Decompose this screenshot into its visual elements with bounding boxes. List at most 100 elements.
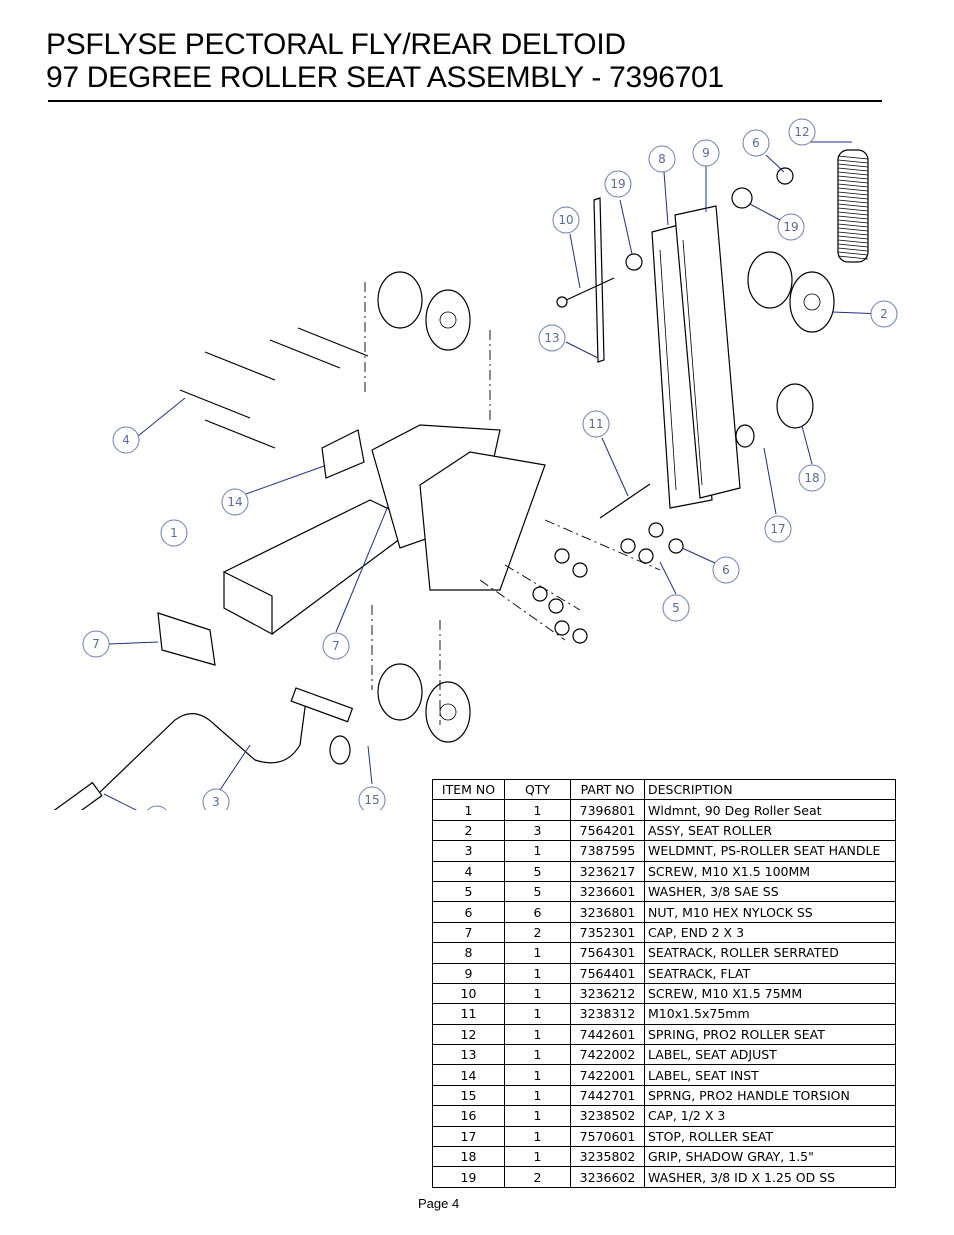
part-no-cell: 7352301 [570, 921, 645, 944]
svg-text:2: 2 [880, 307, 888, 321]
balloon-15: 15 [358, 786, 386, 810]
qty-cell: 1 [504, 1044, 571, 1066]
svg-text:19: 19 [610, 177, 625, 191]
balloon-4: 4 [112, 426, 140, 454]
balloon-13: 13 [538, 324, 566, 352]
item-no-cell: 5 [432, 880, 505, 903]
description-cell: SCREW, M10 X1.5 75MM [644, 982, 896, 1005]
parts-table-header-row: ITEM NO QTY PART NO DESCRIPTION [432, 778, 896, 801]
qty-cell: 1 [504, 1105, 571, 1127]
exploded-assembly-diagram: 1 2 3 4 5 6 6 7 7 8 9 10 11 12 13 14 15 … [51, 118, 898, 810]
stop-grip-drawing [735, 383, 814, 448]
svg-text:7: 7 [92, 637, 100, 651]
balloon-9: 9 [692, 139, 720, 167]
svg-text:15: 15 [364, 793, 379, 807]
qty-cell: 5 [504, 860, 571, 882]
svg-text:19: 19 [783, 220, 798, 234]
part-no-cell: 3236601 [570, 880, 645, 903]
description-cell: GRIP, SHADOW GRAY, 1.5" [644, 1146, 896, 1168]
leader-lines [103, 141, 885, 810]
item-no-cell: 4 [432, 860, 505, 882]
balloon-16: 16 [146, 805, 168, 810]
item-no-cell: 19 [432, 1166, 505, 1188]
balloon-10: 10 [552, 206, 580, 234]
balloon-19-right: 19 [777, 213, 805, 241]
description-cell: STOP, ROLLER SEAT [644, 1125, 896, 1148]
qty-cell: 1 [504, 1146, 571, 1168]
part-no-cell: 7570601 [570, 1125, 645, 1148]
item-no-cell: 2 [432, 819, 505, 842]
description-cell: WASHER, 3/8 SAE SS [644, 880, 896, 903]
balloon-3: 3 [202, 788, 230, 810]
col-header-part-no: PART NO [570, 778, 645, 801]
svg-text:6: 6 [752, 136, 760, 150]
part-no-cell: 7422001 [570, 1064, 645, 1086]
balloon-12: 12 [788, 118, 816, 146]
item-no-cell: 14 [432, 1064, 505, 1086]
screw-11-drawing [599, 483, 651, 519]
description-cell: WELDMNT, PS-ROLLER SEAT HANDLE [644, 840, 896, 862]
description-cell: SEATRACK, ROLLER SERRATED [644, 942, 896, 964]
col-header-item-no: ITEM NO [432, 778, 505, 801]
svg-text:3: 3 [212, 795, 220, 809]
description-cell: Wldmnt, 90 Deg Roller Seat [644, 799, 896, 821]
balloon-7-center: 7 [322, 632, 350, 660]
part-no-cell: 3235802 [570, 1146, 645, 1168]
qty-cell: 2 [504, 1166, 571, 1188]
part-no-cell: 7387595 [570, 840, 645, 862]
qty-cell: 1 [504, 799, 571, 821]
part-no-cell: 3238312 [570, 1003, 645, 1025]
col-header-qty: QTY [504, 778, 571, 801]
balloon-1: 1 [160, 519, 188, 547]
balloon-19-left: 19 [604, 170, 632, 198]
balloon-2: 2 [870, 300, 898, 328]
balloon-14: 14 [221, 488, 249, 516]
svg-text:1: 1 [170, 526, 178, 540]
qty-cell: 1 [504, 942, 571, 964]
part-no-cell: 7442601 [570, 1023, 645, 1046]
title-line-2: 97 DEGREE ROLLER SEAT ASSEMBLY - 7396701 [46, 61, 724, 94]
item-no-cell: 12 [432, 1023, 505, 1046]
frame-1-drawing [223, 424, 546, 636]
roller-2-top-drawing [377, 271, 471, 351]
balloon-18: 18 [798, 464, 826, 492]
assembly-centerlines [364, 282, 661, 725]
item-no-cell: 18 [432, 1146, 505, 1168]
title-rule [48, 100, 882, 102]
qty-cell: 3 [504, 819, 571, 842]
part-no-cell: 7564401 [570, 962, 645, 984]
qty-cell: 5 [504, 880, 571, 903]
svg-text:13: 13 [544, 331, 559, 345]
description-cell: SPRNG, PRO2 HANDLE TORSION [644, 1084, 896, 1107]
seat-rack-drawing [651, 205, 741, 509]
spring-12-drawing [837, 149, 869, 263]
qty-cell: 1 [504, 982, 571, 1005]
svg-text:14: 14 [227, 495, 242, 509]
qty-cell: 1 [504, 840, 571, 862]
description-cell: CAP, END 2 X 3 [644, 921, 896, 944]
roller-2-bottom-drawing [377, 663, 471, 743]
qty-cell: 1 [504, 1064, 571, 1086]
handle-3-drawing [76, 687, 354, 810]
page-title: PSFLYSE PECTORAL FLY/REAR DELTOID 97 DEG… [46, 28, 724, 94]
label-13-drawing [593, 197, 605, 363]
balloon-5: 5 [662, 594, 690, 622]
item-no-cell: 11 [432, 1003, 505, 1025]
washer-19-right-drawing [731, 187, 753, 209]
nut-6-top-drawing [776, 167, 794, 185]
